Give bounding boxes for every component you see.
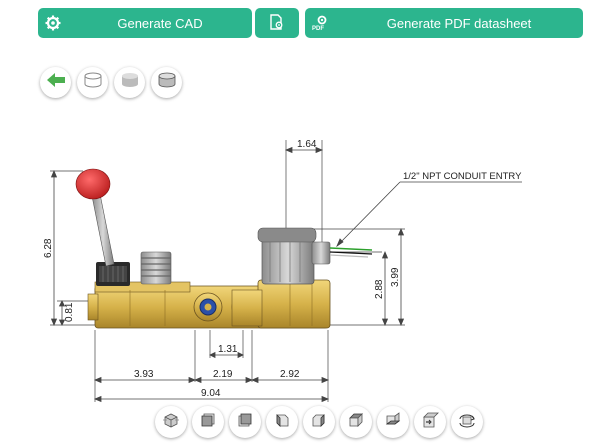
top-toolbar: Generate CAD PDF Generate PDF datasheet xyxy=(0,0,600,46)
dim-right-length: 2.92 xyxy=(280,369,300,380)
shaded-view-icon xyxy=(120,72,140,93)
solenoid-coil xyxy=(257,227,373,285)
right-view-icon xyxy=(310,411,328,434)
generate-cad-label: Generate CAD xyxy=(117,15,203,31)
configure-file-button[interactable] xyxy=(255,8,299,38)
back-view-icon xyxy=(236,411,254,434)
dim-left-length: 3.93 xyxy=(134,369,154,380)
dim-port-spacing: 1.31 xyxy=(218,344,238,355)
back-button[interactable] xyxy=(40,67,71,98)
dim-overall-height: 6.28 xyxy=(43,238,54,258)
shaded-edges-view-icon xyxy=(157,72,177,93)
dim-top-width: 1.64 xyxy=(297,139,317,150)
iso-corner-view-icon xyxy=(421,411,439,434)
callout-conduit-entry: 1/2" NPT CONDUIT ENTRY xyxy=(403,171,522,182)
cad-drawing-viewport[interactable]: 1.64 6.28 0.81 2.88 3.99 1.31 3.93 2.19 … xyxy=(0,100,600,405)
iso-view-button[interactable] xyxy=(155,406,187,438)
iso-corner-view-button[interactable] xyxy=(414,406,446,438)
standard-views-toolbar xyxy=(155,406,483,438)
gear-icon xyxy=(38,8,68,38)
view-mode-toolbar xyxy=(40,67,182,98)
valve-body xyxy=(87,279,331,329)
right-view-button[interactable] xyxy=(303,406,335,438)
top-view-button[interactable] xyxy=(340,406,372,438)
generate-cad-button[interactable]: Generate CAD xyxy=(38,8,252,38)
iso-view-icon xyxy=(162,411,180,434)
shaded-view-button[interactable] xyxy=(114,67,145,98)
rotate-view-icon xyxy=(458,411,476,434)
dim-overall-length: 9.04 xyxy=(201,388,221,399)
generate-pdf-button[interactable]: PDF Generate PDF datasheet xyxy=(305,8,583,38)
manual-lever xyxy=(75,168,130,286)
dim-mid-length: 2.19 xyxy=(213,369,233,380)
left-view-icon xyxy=(273,411,291,434)
back-arrow-icon xyxy=(46,72,66,93)
generate-pdf-label: Generate PDF datasheet xyxy=(386,15,532,31)
file-gear-icon xyxy=(270,13,284,33)
dim-base-height: 0.81 xyxy=(64,302,75,322)
dim-coil-height: 2.88 xyxy=(374,279,385,299)
shaded-edges-view-button[interactable] xyxy=(151,67,182,98)
front-view-button[interactable] xyxy=(192,406,224,438)
bottom-view-icon xyxy=(384,411,402,434)
top-view-icon xyxy=(347,411,365,434)
back-view-button[interactable] xyxy=(229,406,261,438)
front-view-icon xyxy=(199,411,217,434)
wireframe-view-button[interactable] xyxy=(77,67,108,98)
pdf-gear-icon: PDF xyxy=(305,8,335,38)
spring-cap xyxy=(140,251,172,285)
bottom-view-button[interactable] xyxy=(377,406,409,438)
svg-text:PDF: PDF xyxy=(312,26,324,32)
wireframe-view-icon xyxy=(83,72,103,93)
rotate-view-button[interactable] xyxy=(451,406,483,438)
left-view-button[interactable] xyxy=(266,406,298,438)
dim-right-height: 3.99 xyxy=(390,267,401,287)
